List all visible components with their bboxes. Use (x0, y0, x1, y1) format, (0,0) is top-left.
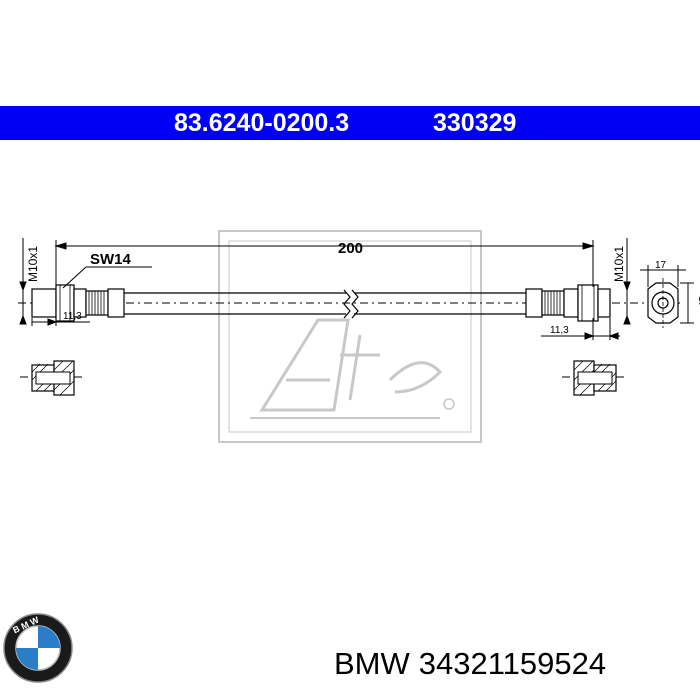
hex-width-label: 17 (655, 260, 667, 271)
brand-name: BMW (334, 646, 410, 681)
section-view-right (573, 360, 617, 396)
thread-right-dimension (623, 238, 631, 325)
left-fitting (31, 284, 125, 322)
wrench-size-label: SW14 (90, 251, 132, 268)
thread-left-label: M10x1 (26, 246, 40, 282)
title-bar: 83.6240-0200.3 330329 (0, 106, 700, 140)
fitting-length-left-dim (31, 318, 90, 326)
hex-end-view (647, 278, 679, 328)
hex-dimensions (640, 265, 694, 324)
thread-right-label: M10x1 (612, 246, 626, 282)
brake-hose (124, 289, 526, 319)
part-number: 83.6240-0200.3 (174, 109, 350, 137)
thread-left-dimension (19, 238, 27, 325)
length-dimension (54, 240, 595, 287)
reference-number: 330329 (433, 109, 517, 137)
bmw-roundel-logo: B M W (3, 613, 73, 683)
fitting-length-right-label: 11,3 (550, 325, 569, 336)
wrench-size-leader (62, 266, 152, 289)
fitting-length-left-label: 11,3 (63, 311, 82, 322)
hex-height-label: 17 (696, 296, 700, 308)
right-fitting (525, 284, 611, 322)
length-label: 200 (338, 240, 363, 257)
section-view-left (31, 360, 75, 396)
oem-number: 34321159524 (418, 646, 607, 681)
ate-watermark (218, 230, 482, 443)
fitting-length-right-dim (541, 318, 620, 340)
